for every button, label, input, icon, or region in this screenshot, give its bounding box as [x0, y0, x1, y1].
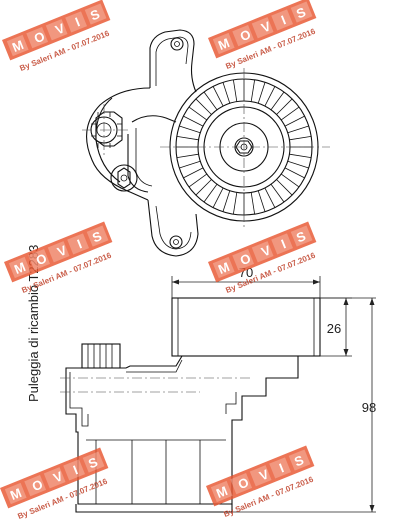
- pivot-bolt: [110, 164, 138, 192]
- pulley-rib: [183, 115, 204, 127]
- pulley-rib: [232, 79, 238, 102]
- pulley-rib: [212, 187, 224, 208]
- body-side: [65, 355, 299, 505]
- pulley-rib: [222, 82, 231, 104]
- pulley-rib: [176, 135, 199, 141]
- pulley-rib: [176, 153, 199, 159]
- pulley-rib: [270, 183, 285, 203]
- watermark-brand: MOVIS: [8, 453, 103, 503]
- pulley-rib: [195, 98, 212, 115]
- pulley-rib: [179, 160, 201, 169]
- bottom-mounting-lug: [147, 199, 199, 257]
- pulley-rib: [257, 82, 266, 104]
- top-mounting-lug: [149, 29, 197, 93]
- pulley-rib: [183, 167, 204, 179]
- pulley-rib: [203, 183, 218, 203]
- pulley-rib: [179, 125, 201, 134]
- front-view: [82, 29, 330, 257]
- tensioner-body: [86, 87, 151, 201]
- pulley-rib: [287, 160, 309, 169]
- bottom-mount-hole: [169, 235, 183, 249]
- pulley-rib: [280, 106, 300, 121]
- pulley-side: [171, 297, 321, 357]
- dim-26-label: 26: [327, 321, 341, 336]
- pulley-rib: [222, 190, 231, 212]
- dimension-pulley-height: 26: [320, 297, 352, 357]
- dimension-total-height: 98: [232, 297, 376, 513]
- pulley-rib: [203, 91, 218, 111]
- adjuster-hex-side: [81, 343, 121, 369]
- side-view: [60, 297, 321, 513]
- pulley-rib: [289, 135, 312, 141]
- watermark-brand: MOVIS: [216, 3, 311, 53]
- pulley-rib: [257, 190, 266, 212]
- dim-98-label: 98: [362, 400, 376, 415]
- pulley-rib: [212, 86, 224, 107]
- pulley-rib: [232, 192, 238, 215]
- side-caption: Puleggia di ricambio T2283: [26, 245, 41, 402]
- pulley-rib: [264, 86, 276, 107]
- pulley-rib: [188, 173, 208, 188]
- watermark-brand: MOVIS: [216, 227, 311, 277]
- pulley-rib: [250, 192, 256, 215]
- pulley-rib: [188, 106, 208, 121]
- pulley-rib: [264, 187, 276, 208]
- watermark-brand: MOVIS: [214, 451, 309, 501]
- pulley-rib: [284, 167, 305, 179]
- pulley-rib: [195, 179, 212, 196]
- pulley-rib: [284, 115, 305, 127]
- pulley-rib: [276, 98, 293, 115]
- pulley-rib: [287, 125, 309, 134]
- pulley-rib: [276, 179, 293, 196]
- pulley-rib: [270, 91, 285, 111]
- pulley-rib: [280, 173, 300, 188]
- pulley-rib: [289, 153, 312, 159]
- top-mount-hole: [170, 37, 184, 51]
- watermark-brand: MOVIS: [10, 5, 105, 55]
- pulley-rib: [250, 79, 256, 102]
